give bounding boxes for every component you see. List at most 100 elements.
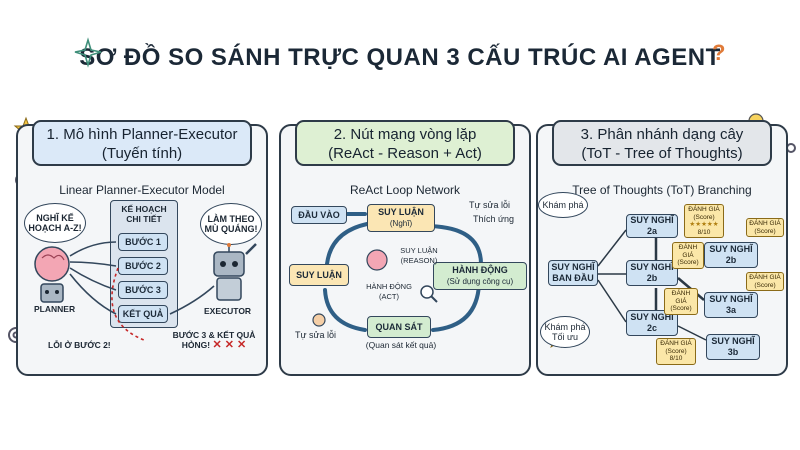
plan-header-line1: KẾ HOẠCH xyxy=(121,204,167,214)
observe-caption: (Quan sát kết quả) xyxy=(365,340,437,350)
planner-robot-icon xyxy=(40,283,64,303)
page-title: SƠ ĐỒ SO SÁNH TRỰC QUAN 3 CẤU TRÚC AI AG… xyxy=(79,44,721,71)
observe-box: QUAN SÁT xyxy=(367,316,431,338)
node-3a-line2: 3a xyxy=(725,305,736,315)
score-2c-value: 8/10 xyxy=(669,355,683,362)
executor-thought-line1: LÀM THEO xyxy=(207,214,255,224)
act-box: HÀNH ĐỘNG (Sử dụng công cụ) xyxy=(433,262,527,290)
panel-planner-executor: 1. Mô hình Planner-Executor (Tuyến tính)… xyxy=(16,120,268,376)
explore-optimize-line1: Khám phá xyxy=(544,322,586,332)
score-2c-line2: (Score) xyxy=(665,347,687,355)
planner-thought-line1: NGHĨ KẾ xyxy=(36,213,74,223)
panel-2-banner: 2. Nút mạng vòng lặp (ReAct - Reason + A… xyxy=(295,120,515,166)
reason-sub-label: (Nghĩ) xyxy=(389,219,413,228)
thought-node-3a: SUY NGHĨ 3a xyxy=(704,292,758,318)
wrench-icon xyxy=(245,243,257,255)
score-2a-line1: ĐÁNH GIÁ xyxy=(688,206,720,213)
score-3a-line1: ĐÁNH GIÁ xyxy=(671,290,691,305)
thought-node-2a: SUY NGHĨ 2a xyxy=(626,214,678,238)
adapt-label: Thích ứng xyxy=(473,214,515,224)
brain-icon xyxy=(34,246,70,282)
self-correct-top: Tự sửa lỗi xyxy=(469,200,511,210)
panel-2-title: 2. Nút mạng vòng lặp xyxy=(333,126,477,143)
result-box: KẾT QUẢ xyxy=(118,305,168,323)
score-badge-top-right: ĐÁNH GIÁ (Score) xyxy=(746,218,784,237)
panel-1-banner: 1. Mô hình Planner-Executor (Tuyến tính) xyxy=(32,120,252,166)
panel-2-drawing xyxy=(312,212,483,332)
score-badge-mid-right: ĐÁNH GIÁ (Score) xyxy=(746,272,784,291)
node-2c-line2: 2c xyxy=(646,323,657,333)
panel-1-drawing xyxy=(34,241,257,341)
center-act-line2: (ACT) xyxy=(379,292,399,301)
panel-3-subtitle-paren: (ToT - Tree of Thoughts) xyxy=(581,145,743,162)
score-badge-2a: ĐÁNH GIÁ (Score) ★★★★★ 8/10 xyxy=(684,204,724,238)
thought-node-2b: SUY NGHĨ 2b xyxy=(626,260,678,286)
thought-node-3b: SUY NGHĨ 3b xyxy=(706,334,760,360)
failure-line2: HỎNG! xyxy=(181,340,211,350)
node-2b-line2: 2b xyxy=(646,273,658,283)
explore-optimize-line2: Tối ưu xyxy=(551,332,579,342)
error-arrow xyxy=(111,267,145,341)
node-3b-line2: 3b xyxy=(727,347,739,357)
error-label: LỖI Ở BƯỚC 2! xyxy=(48,340,111,350)
score-badge-3a: ĐÁNH GIÁ (Score) xyxy=(664,288,698,315)
explore-cloud: Khám phá xyxy=(538,192,588,218)
root-line2: BAN ĐẦU xyxy=(552,273,594,283)
score-2a-value: 8/10 xyxy=(697,228,711,236)
node-3b-line1: SUY NGHĨ xyxy=(711,336,755,346)
score-badge-2c: ĐÁNH GIÁ (Score) 8/10 xyxy=(656,338,696,365)
center-act-label: HÀNH ĐỘNG (ACT) xyxy=(359,282,419,302)
score-mid-right-line2: (Score) xyxy=(754,281,776,289)
act-sub-label: (Sử dụng công cụ) xyxy=(446,277,514,286)
score-2c-line1: ĐÁNH GIÁ xyxy=(660,340,692,347)
planner-thought-bubble: NGHĨ KẾ HOẠCH A-Z! xyxy=(24,203,86,243)
center-act-line1: HÀNH ĐỘNG xyxy=(366,282,412,291)
panel-2-caption: ReAct Loop Network xyxy=(349,183,461,197)
planner-label: PLANNER xyxy=(34,304,76,314)
step-2-box: BƯỚC 2 xyxy=(118,257,168,275)
panel-react-loop: 2. Nút mạng vòng lặp (ReAct - Reason + A… xyxy=(279,120,531,376)
node-2b-right-line1: SUY NGHĨ xyxy=(709,244,753,254)
node-2c-line1: SUY NGHĨ xyxy=(630,312,674,322)
panel-3-title: 3. Phân nhánh dạng cây xyxy=(580,126,744,143)
reason-label: SUY LUẬN xyxy=(378,207,424,217)
score-badge-2b: ĐÁNH GIÁ (Score) xyxy=(672,242,704,269)
question-mark-icon: ? xyxy=(712,40,725,65)
explore-optimize-cloud: Khám phá Tối ưu xyxy=(540,316,590,348)
center-reason-line2: (REASON) xyxy=(400,256,438,265)
score-stars-icon: ★★★★★ xyxy=(689,221,719,228)
panel-tree-of-thoughts: 3. Phân nhánh dạng cây (ToT - Tree of Th… xyxy=(536,120,788,376)
score-mid-right-line1: ĐÁNH GIÁ xyxy=(749,274,781,281)
panel-3-caption: Tree of Thoughts (ToT) Branching xyxy=(572,183,752,197)
loop-arrows xyxy=(323,212,483,332)
step-3-box: BƯỚC 3 xyxy=(118,281,168,299)
center-reason-line1: SUY LUẬN xyxy=(400,246,438,255)
reason-box: SUY LUẬN (Nghĩ) xyxy=(367,204,435,232)
thought-node-2b-right: SUY NGHĨ 2b xyxy=(704,242,758,268)
person-icon xyxy=(312,313,326,327)
self-correct-bottom: Tự sửa lỗi xyxy=(295,330,337,340)
node-2a-line1: SUY NGHĨ xyxy=(630,215,674,225)
act-label: HÀNH ĐỘNG xyxy=(452,265,508,275)
score-2b-line1: ĐÁNH GIÁ xyxy=(678,244,698,259)
panel-1-title: 1. Mô hình Planner-Executor xyxy=(46,126,238,143)
root-thought-node: SUY NGHĨ BAN ĐẦU xyxy=(548,260,598,286)
panel-1-subtitle-paren: (Tuyến tính) xyxy=(101,145,183,162)
failure-line1: BƯỚC 3 & KẾT QUẢ xyxy=(172,330,256,340)
center-reason-label: SUY LUẬN (REASON) xyxy=(389,246,449,266)
node-2b-right-line2: 2b xyxy=(725,255,737,265)
panel-3-banner: 3. Phân nhánh dạng cây (ToT - Tree of Th… xyxy=(552,120,772,166)
sparkle-icon xyxy=(74,37,102,68)
node-2b-line1: SUY NGHĨ xyxy=(630,262,674,272)
magnifier-icon xyxy=(420,285,438,303)
fail-x-icon: ✕ ✕ ✕ xyxy=(212,339,247,351)
score-3a-line2: (Score) xyxy=(670,305,692,312)
score-2a-line2: (Score) xyxy=(693,213,715,221)
score-2b-line2: (Score) xyxy=(677,259,699,266)
input-box: ĐẦU VÀO xyxy=(291,206,347,224)
executor-label: EXECUTOR xyxy=(204,306,252,316)
panel-2-subtitle-paren: (ReAct - Reason + Act) xyxy=(328,145,482,162)
plan-header-line2: CHI TIẾT xyxy=(126,214,162,224)
plan-header: KẾ HOẠCH CHI TIẾT xyxy=(111,204,177,224)
root-line1: SUY NGHĨ xyxy=(551,262,595,272)
